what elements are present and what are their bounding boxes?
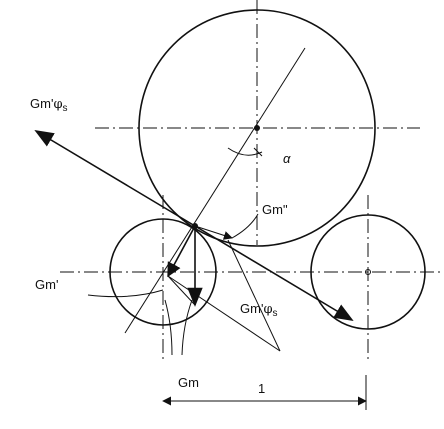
label-weight: Gm [178,375,199,390]
right-small-wheel [310,214,426,330]
construction-line-3 [227,239,281,352]
construction-line-1 [167,275,196,306]
gm-normal-leader [231,213,259,239]
friction-force-arrow-left [34,130,196,227]
line-of-centres [124,47,306,334]
normal-force-arrow [194,225,233,240]
large-wheel [138,9,376,247]
label-normal-force: Gm" [262,202,288,217]
left-small-wheel [109,218,217,326]
label-friction-right: Gm'φs [240,301,278,319]
friction-force-arrow-right [194,225,354,321]
angle-tick [253,147,263,157]
gm-weight-leader [181,299,193,356]
construction-line-2 [167,275,281,352]
label-angle: α [283,151,291,166]
label-dimension: 1 [258,381,265,396]
label-side-force: Gm' [35,277,58,292]
gm-side-leader [87,289,164,298]
right-wheel-center [365,269,371,275]
side-force-arrow [167,225,196,278]
label-friction-left: Gm'φs [30,96,68,114]
gm-weight-leader-2 [164,299,173,356]
